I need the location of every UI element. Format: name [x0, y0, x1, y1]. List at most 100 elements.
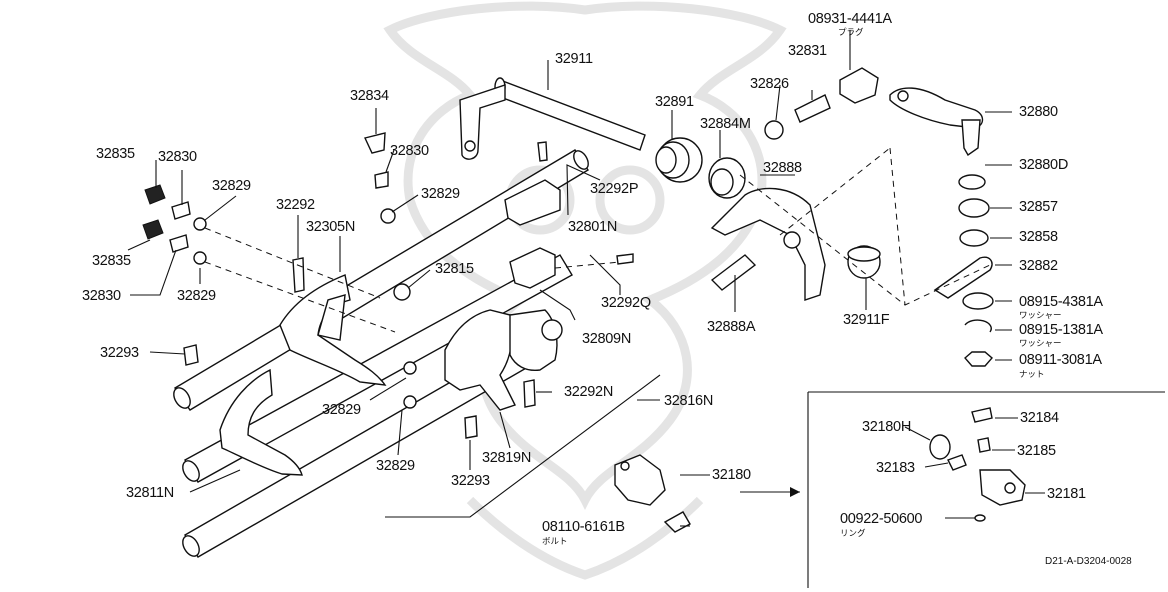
label-32809N: 32809N	[582, 331, 631, 347]
pin-32292P	[537, 141, 548, 162]
shift-rod-upper	[173, 149, 589, 411]
ring-00922-50600	[974, 514, 986, 522]
label-jp-plug: プラグ	[838, 27, 864, 37]
lever-32888	[710, 187, 826, 301]
label-jp-washer-2: ワッシャー	[1019, 338, 1062, 348]
label-jp-bolt: ボルト	[542, 536, 568, 546]
label-32834: 32834	[350, 88, 389, 104]
label-32831: 32831	[788, 43, 827, 59]
pin-32293-a	[183, 344, 199, 366]
shift-rod-middle	[182, 254, 573, 483]
label-32826: 32826	[750, 76, 789, 92]
spring-32185	[977, 437, 991, 453]
label-32816N: 32816N	[664, 393, 713, 409]
link-32882	[933, 256, 993, 299]
label-32180H: 32180H	[862, 419, 911, 435]
seal-32857	[958, 198, 990, 218]
pin-32292	[292, 257, 305, 293]
shift-head-32809N	[509, 247, 556, 289]
washer-32858	[959, 229, 989, 247]
label-32911F: 32911F	[843, 312, 890, 328]
label-32830-b: 32830	[82, 288, 121, 304]
label-00922-50600: 00922-50600	[840, 511, 923, 527]
label-32829-d: 32829	[376, 458, 415, 474]
pin-32293-b	[464, 415, 478, 439]
label-32835-b: 32835	[92, 253, 131, 269]
watermark-logo	[383, 1, 787, 580]
bolt-32834	[364, 132, 386, 154]
spring-32830-b	[169, 234, 189, 253]
spring-32830-a	[171, 201, 191, 220]
label-32180: 32180	[712, 467, 751, 483]
label-32880D: 32880D	[1019, 157, 1068, 173]
ball-32829-d	[403, 395, 417, 409]
label-08110-6161B: 08110-6161B	[542, 519, 625, 535]
ball-32826	[764, 120, 784, 140]
leader-lines	[127, 30, 1012, 527]
spring-washer-08915-1381A	[964, 319, 992, 333]
washer-08915-4381A	[962, 292, 994, 310]
label-32857: 32857	[1019, 199, 1058, 215]
alignment-dashes	[204, 147, 991, 333]
label-32829-c: 32829	[322, 402, 361, 418]
lever-32880	[889, 87, 984, 157]
label-08911-3081A: 08911-3081A	[1019, 352, 1102, 368]
knob-32184	[971, 407, 993, 423]
label-08931-4441A: 08931-4441A	[808, 11, 892, 27]
label-jp-nut: ナット	[1019, 369, 1045, 379]
label-32184: 32184	[1020, 410, 1059, 426]
label-32292: 32292	[276, 197, 315, 213]
ball-32829-b	[193, 251, 207, 265]
shift-fork-32305N	[279, 274, 387, 386]
ball-32829-a	[193, 217, 207, 231]
ball-32829-c	[403, 361, 417, 375]
bushing-32880D	[958, 174, 986, 190]
inset-detail	[740, 391, 1165, 588]
pin-32292Q	[616, 253, 634, 265]
boot-32884M	[708, 157, 746, 199]
spring-32831	[794, 94, 831, 123]
pin-32292N	[523, 379, 536, 408]
label-32858: 32858	[1019, 229, 1058, 245]
label-32888A: 32888A	[707, 319, 756, 335]
nut-08911-3081A	[964, 351, 993, 367]
bolt-08110-6161B	[663, 511, 691, 533]
label-32305N: 32305N	[306, 219, 355, 235]
label-32882: 32882	[1019, 258, 1058, 274]
label-32830-top: 32830	[390, 143, 429, 159]
label-32891: 32891	[655, 94, 694, 110]
plug-32835-b	[142, 219, 164, 240]
label-32293-b: 32293	[451, 473, 490, 489]
label-32183: 32183	[876, 460, 915, 476]
label-32888: 32888	[763, 160, 802, 176]
label-08915-1381A: 08915-1381A	[1019, 322, 1103, 338]
label-jp-washer-1: ワッシャー	[1019, 310, 1062, 320]
label-32292P: 32292P	[590, 181, 639, 197]
shift-fork-32819N	[444, 309, 563, 411]
label-jp-ring: リング	[840, 528, 866, 538]
label-32829-b: 32829	[177, 288, 216, 304]
label-32811N: 32811N	[126, 485, 174, 501]
ball-32829-top	[380, 208, 396, 224]
label-32801N: 32801N	[568, 219, 617, 235]
ring-32180H	[929, 434, 951, 460]
label-32292Q: 32292Q	[601, 295, 651, 311]
label-32185: 32185	[1017, 443, 1056, 459]
shift-head-32801N	[504, 179, 561, 226]
label-32835-a: 32835	[96, 146, 135, 162]
cap-32911F	[847, 245, 881, 279]
label-32293-a: 32293	[100, 345, 139, 361]
label-32911: 32911	[555, 51, 593, 67]
diagram-code: D21-A-D3204-0028	[1045, 556, 1132, 567]
plug-32835-a	[144, 184, 166, 205]
label-32884M: 32884M	[700, 116, 751, 132]
shift-fork-32811N	[219, 368, 303, 476]
clip-32183	[947, 454, 967, 471]
interlock-pin-32815	[393, 283, 411, 301]
spring-32830-top	[374, 171, 389, 189]
plug-08931-4441A	[839, 67, 879, 104]
label-32815: 32815	[435, 261, 474, 277]
lever-shaft-32911	[459, 77, 646, 160]
